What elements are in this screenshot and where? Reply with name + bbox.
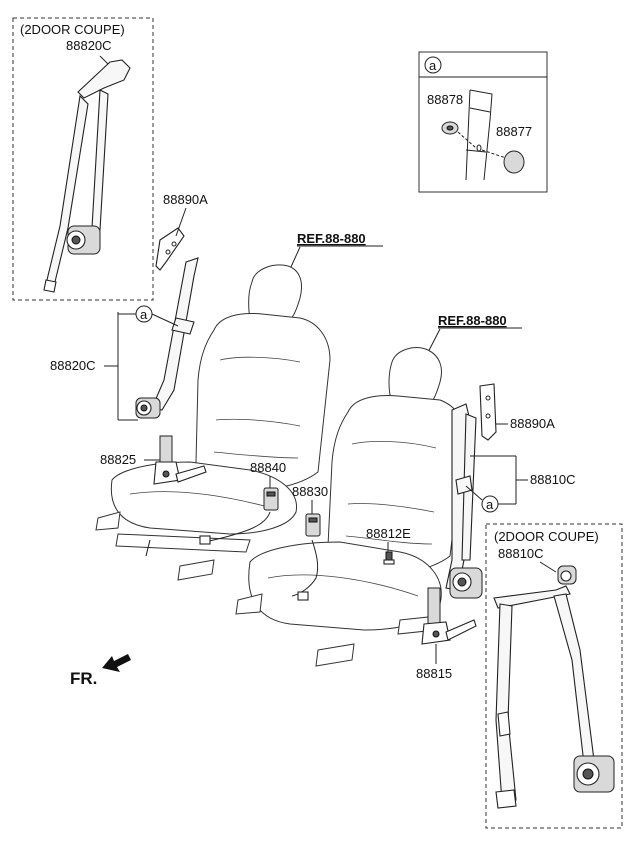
coupe-inset-frame-2 [485, 523, 623, 829]
buckle-88830 [291, 513, 321, 601]
coupe-inset-part-label-2: 88810C [498, 546, 544, 561]
detail-part-washer-label: 88878 [427, 92, 463, 107]
detail-marker [424, 56, 442, 74]
detail-part-cap-label: 88877 [496, 124, 532, 139]
pillar-trim [465, 89, 493, 181]
front-label: FR. [70, 669, 97, 688]
left-buckle-88825 [153, 435, 207, 485]
label-88820c: 88820C [50, 358, 96, 373]
coupe-rear-belt-assembly [43, 55, 131, 293]
coupe-inset-top-left: (2DOOR COUPE) 88820C [12, 17, 154, 301]
ref-label-left: REF.88-880 [297, 231, 366, 246]
marker-a-right-label: a [486, 497, 494, 512]
left-seat [95, 264, 331, 581]
coupe-inset-title: (2DOOR COUPE) [20, 22, 125, 37]
front-arrow-icon [102, 654, 131, 672]
detail-marker-label: a [429, 58, 437, 73]
label-88812e: 88812E [366, 526, 411, 541]
label-88830: 88830 [292, 484, 328, 499]
right-buckle-88815 [421, 587, 477, 645]
marker-a-left-label: a [140, 307, 148, 322]
marker-a-right [481, 495, 499, 513]
coupe-inset-bottom-right: (2DOOR COUPE) 88810C [485, 523, 623, 829]
coupe-front-belt-assembly [493, 561, 615, 809]
label-88825: 88825 [100, 452, 136, 467]
label-88815: 88815 [416, 666, 452, 681]
marker-a-left [135, 305, 153, 323]
detail-box-a: a 88878 88877 [418, 51, 548, 193]
coupe-inset-part-label: 88820C [66, 38, 112, 53]
coupe-inset-title-2: (2DOOR COUPE) [494, 529, 599, 544]
right-belt-assembly [445, 383, 497, 599]
bolt-88812e [383, 551, 395, 565]
cap-88877 [503, 150, 525, 174]
label-88840: 88840 [250, 460, 286, 475]
label-88890a-right: 88890A [510, 416, 555, 431]
label-88890a-left: 88890A [163, 192, 208, 207]
coupe-inset-frame [12, 17, 154, 301]
ref-label-right: REF.88-880 [438, 313, 507, 328]
front-direction-indicator: FR. [70, 654, 131, 688]
left-belt-assembly [135, 227, 199, 419]
detail-box-frame [418, 51, 548, 193]
label-88810c: 88810C [530, 472, 576, 487]
buckle-88840 [199, 487, 279, 545]
